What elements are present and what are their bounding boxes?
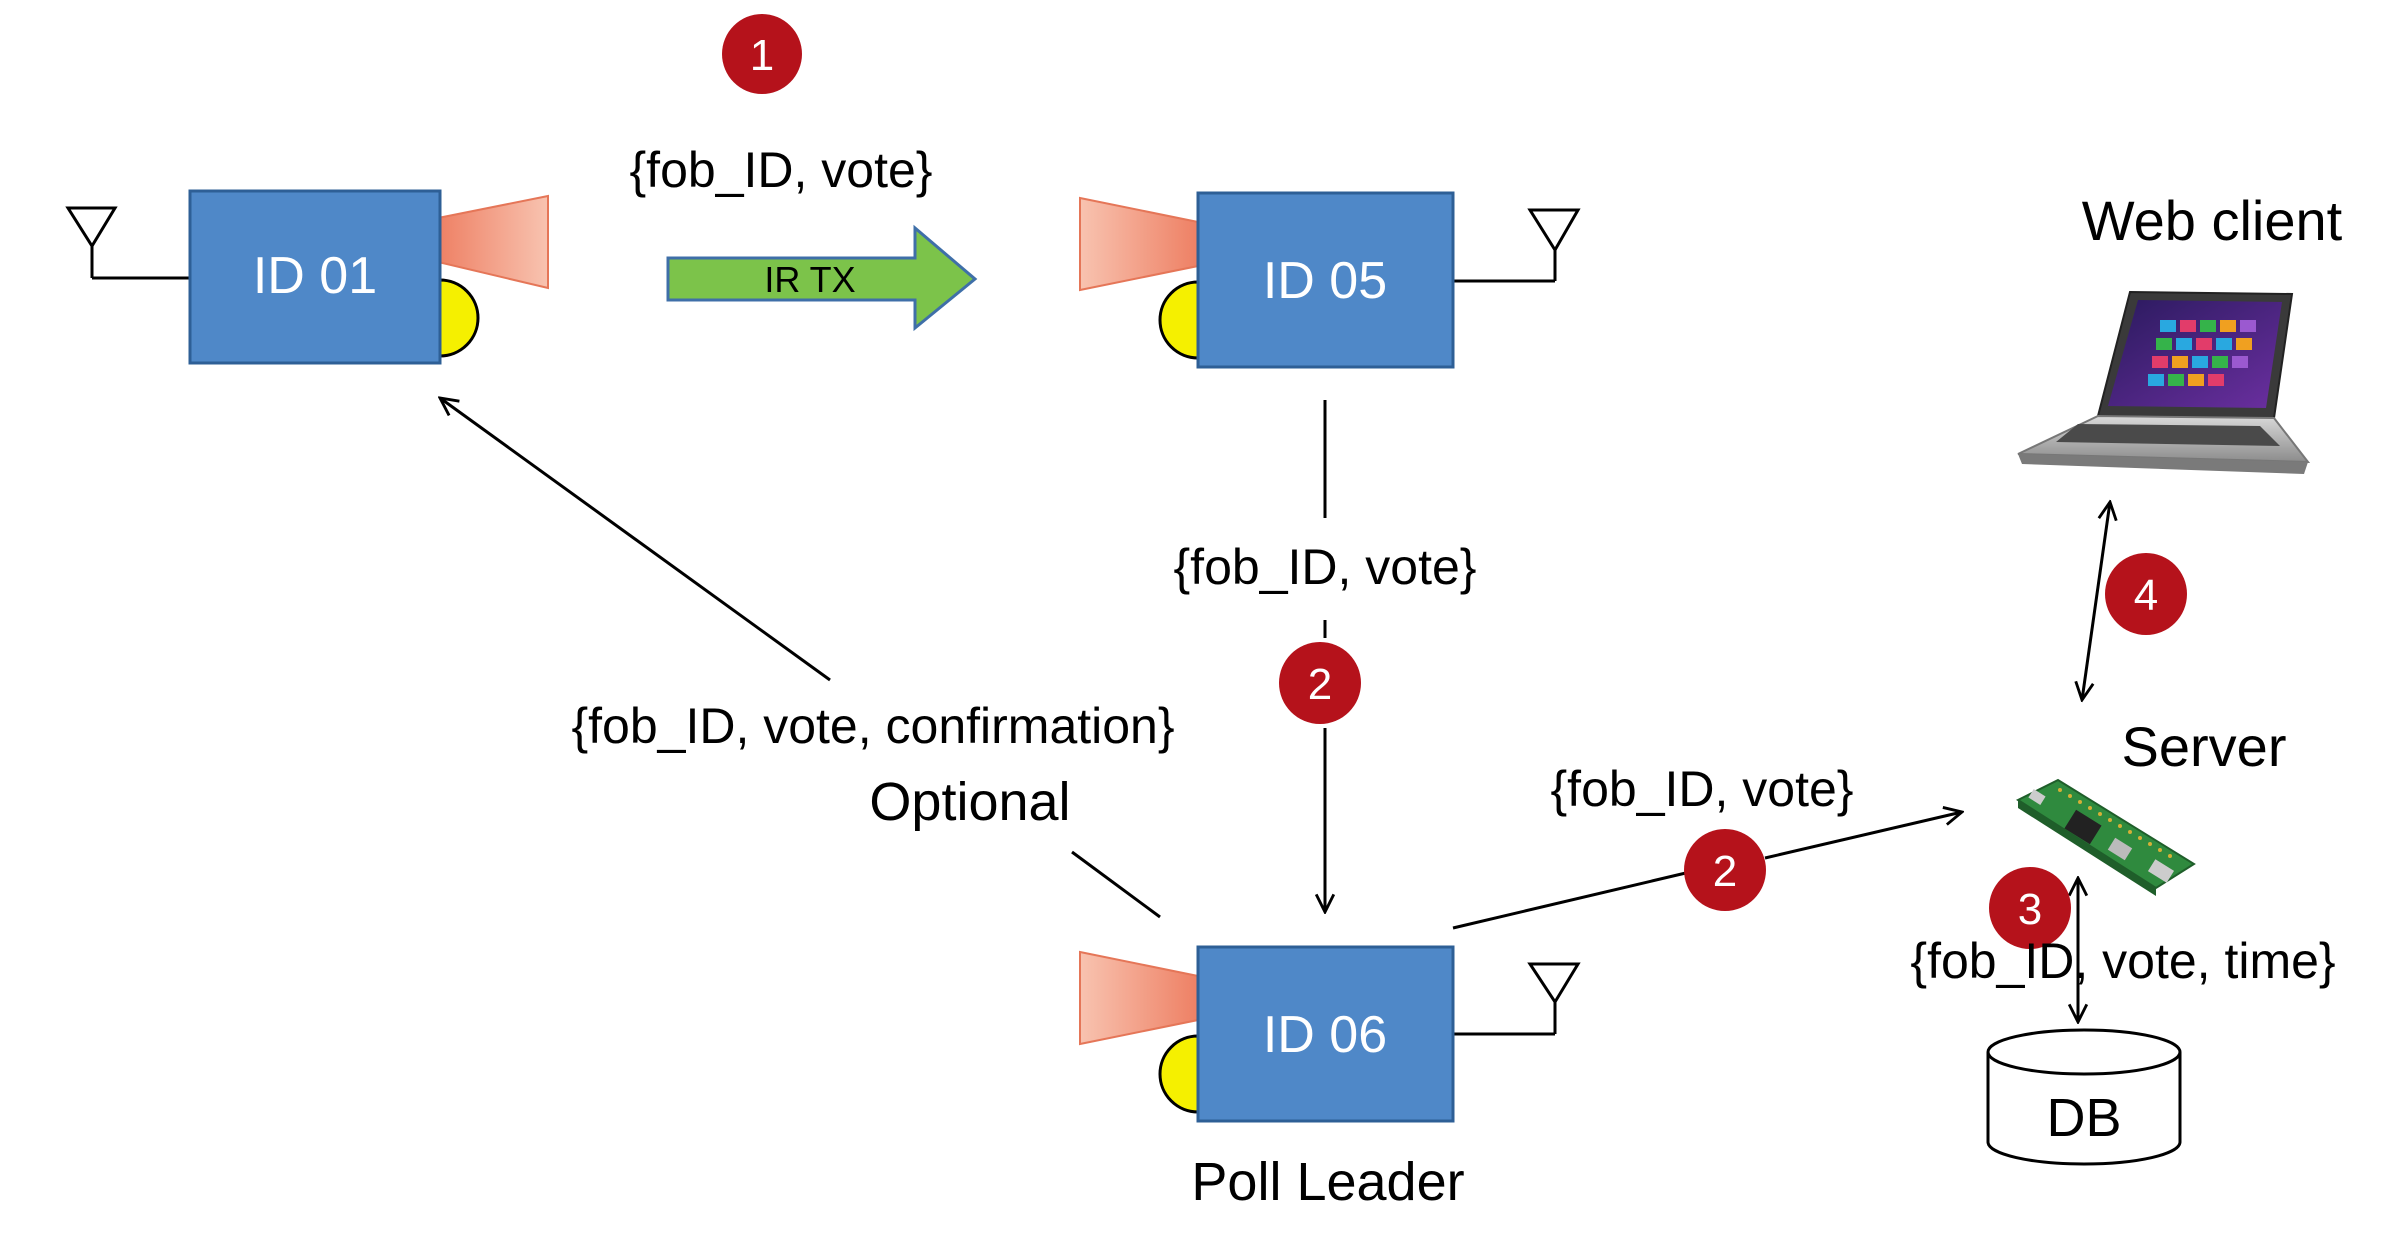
ir-emitter-icon bbox=[1079, 950, 1199, 1046]
ir-emitter-icon bbox=[437, 194, 549, 290]
laptop-icon bbox=[2017, 290, 2311, 474]
link-confirmation bbox=[440, 398, 1161, 919]
fob-box bbox=[1196, 945, 1455, 1123]
svg-text:3: 3 bbox=[2018, 885, 2042, 934]
fob-box bbox=[1196, 191, 1455, 369]
web-client-caption: Web client bbox=[2082, 189, 2343, 252]
fob-id-05: ID 05 bbox=[1079, 191, 1581, 369]
fob-box bbox=[188, 189, 442, 365]
poll-leader-caption: Poll Leader bbox=[1191, 1152, 1464, 1212]
step-badge-1: 1 bbox=[722, 14, 802, 94]
step-badge-2: 2 bbox=[1684, 829, 1766, 911]
ir-receiver-icon bbox=[1158, 1034, 1200, 1114]
server-caption: Server bbox=[2122, 715, 2287, 778]
message-confirmation: {fob_ID, vote, confirmation} bbox=[571, 698, 1174, 754]
svg-text:2: 2 bbox=[1713, 847, 1737, 896]
optional-label: Optional bbox=[869, 772, 1070, 832]
step-badge-3: 3 bbox=[1989, 867, 2071, 949]
ir-emitter-icon bbox=[1079, 196, 1199, 292]
step-badge-2: 2 bbox=[1279, 642, 1361, 724]
link-leader-to-server bbox=[1452, 812, 1962, 930]
ir-receiver-icon bbox=[438, 278, 480, 358]
svg-text:4: 4 bbox=[2134, 571, 2158, 620]
svg-text:1: 1 bbox=[750, 31, 774, 80]
step-badge-4: 4 bbox=[2105, 553, 2187, 635]
fob-id-01: ID 01 bbox=[65, 189, 549, 365]
fob-id-06: ID 06 bbox=[1079, 945, 1581, 1123]
database-cylinder-icon: DB bbox=[1986, 1028, 2182, 1166]
raspberry-pi-board-icon bbox=[2015, 778, 2196, 896]
svg-text:2: 2 bbox=[1308, 660, 1332, 709]
antenna-icon bbox=[1453, 962, 1581, 1036]
fob-label: ID 06 bbox=[1263, 1006, 1387, 1064]
antenna-icon bbox=[65, 206, 190, 280]
message-to-leader: {fob_ID, vote} bbox=[1173, 539, 1476, 595]
link-server-webclient bbox=[2082, 502, 2110, 700]
db-label: DB bbox=[2046, 1088, 2121, 1148]
fob-label: ID 05 bbox=[1263, 252, 1387, 310]
ir-transmit-arrow: IR TX bbox=[666, 224, 978, 332]
message-ir-payload: {fob_ID, vote} bbox=[629, 142, 932, 198]
message-to-db: {fob_ID, vote, time} bbox=[1910, 933, 2335, 989]
message-to-server: {fob_ID, vote} bbox=[1550, 761, 1853, 817]
antenna-icon bbox=[1453, 208, 1581, 283]
fob-label: ID 01 bbox=[253, 247, 377, 305]
ir-arrow-label: IR TX bbox=[764, 259, 855, 300]
ir-receiver-icon bbox=[1158, 280, 1200, 360]
